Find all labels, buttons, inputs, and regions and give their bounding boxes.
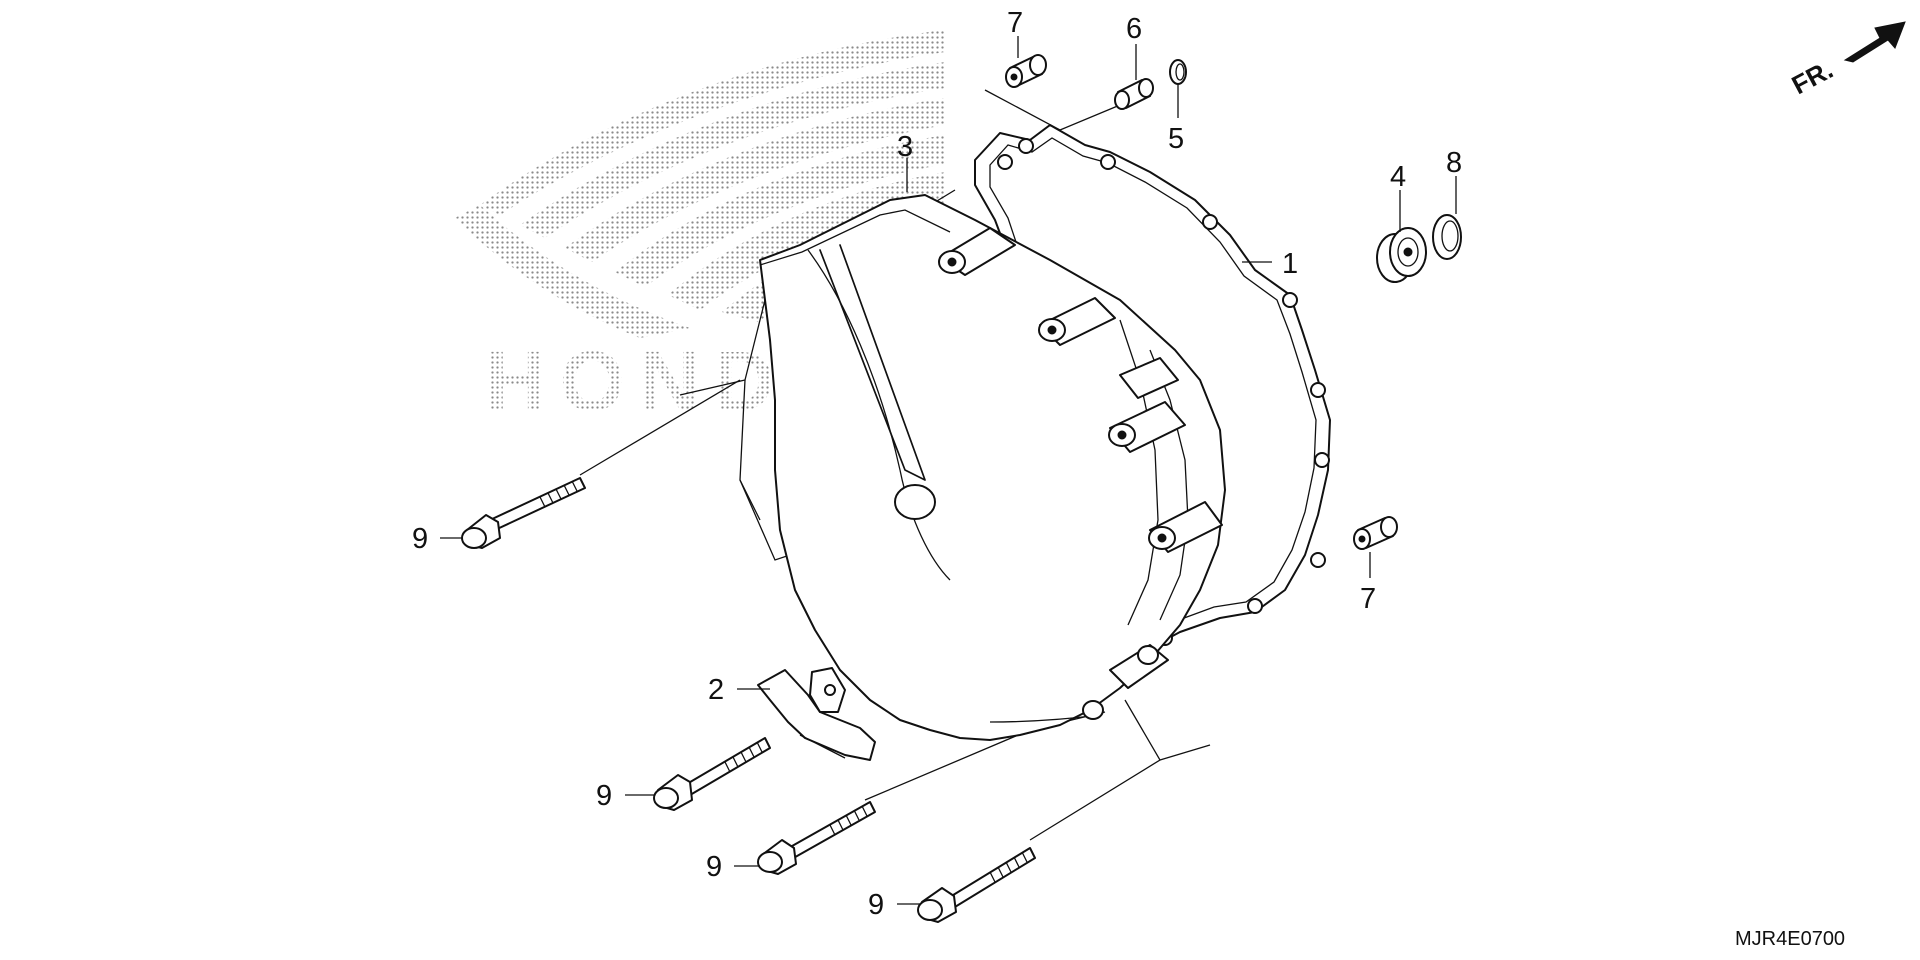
front-label: FR. bbox=[1787, 54, 1838, 100]
callout-1: 1 bbox=[1282, 248, 1298, 280]
dowel-pin-7-top bbox=[1005, 54, 1047, 88]
bearing-4 bbox=[1376, 227, 1427, 283]
mount-boss-4 bbox=[1108, 401, 1186, 453]
snap-ring-8 bbox=[1432, 214, 1462, 260]
callout-6: 6 bbox=[1126, 13, 1142, 45]
mount-boss-6 bbox=[1082, 644, 1169, 720]
front-arrow-icon bbox=[1843, 21, 1906, 63]
callout-9-c: 9 bbox=[706, 851, 722, 883]
mount-boss-1 bbox=[938, 227, 1016, 276]
flange-bolt-9-d bbox=[917, 847, 1036, 923]
callout-9-a: 9 bbox=[412, 523, 428, 555]
front-direction-indicator: FR. bbox=[1787, 21, 1906, 100]
flange-bolt-9-a bbox=[461, 477, 586, 549]
clamp-2 bbox=[757, 667, 876, 761]
crankcase-cover bbox=[759, 194, 1226, 741]
callout-3: 3 bbox=[897, 131, 913, 163]
callout-labels: 7 6 5 3 1 4 8 7 2 9 9 9 9 bbox=[412, 7, 1462, 921]
callout-9-d: 9 bbox=[868, 889, 884, 921]
callout-2: 2 bbox=[708, 674, 724, 706]
drawing-code: MJR4E0700 bbox=[1735, 928, 1845, 950]
callout-5: 5 bbox=[1168, 123, 1184, 155]
callout-4: 4 bbox=[1390, 161, 1406, 193]
dowel-pin-7-right bbox=[1353, 516, 1398, 550]
mount-boss-5 bbox=[1148, 501, 1223, 553]
callout-9-b: 9 bbox=[596, 780, 612, 812]
flange-bolt-9-c bbox=[757, 801, 876, 875]
mount-boss-3 bbox=[1119, 357, 1179, 399]
flange-bolt-9-b bbox=[653, 737, 771, 811]
callout-7-top: 7 bbox=[1007, 7, 1023, 39]
callout-leaders bbox=[440, 36, 1457, 905]
mount-boss-2 bbox=[1038, 297, 1116, 346]
callout-7-right: 7 bbox=[1360, 583, 1376, 615]
dowel-pin-6 bbox=[1114, 78, 1154, 110]
o-ring-5 bbox=[1169, 59, 1187, 85]
callout-8: 8 bbox=[1446, 147, 1462, 179]
